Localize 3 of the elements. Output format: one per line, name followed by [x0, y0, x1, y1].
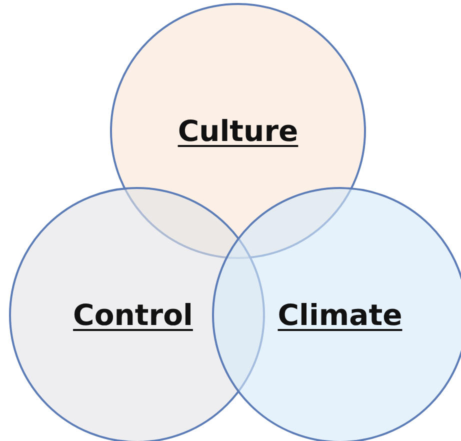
circle-label: Climate: [278, 298, 402, 332]
circle-label: Control: [73, 298, 193, 332]
circle-label: Culture: [178, 114, 298, 148]
